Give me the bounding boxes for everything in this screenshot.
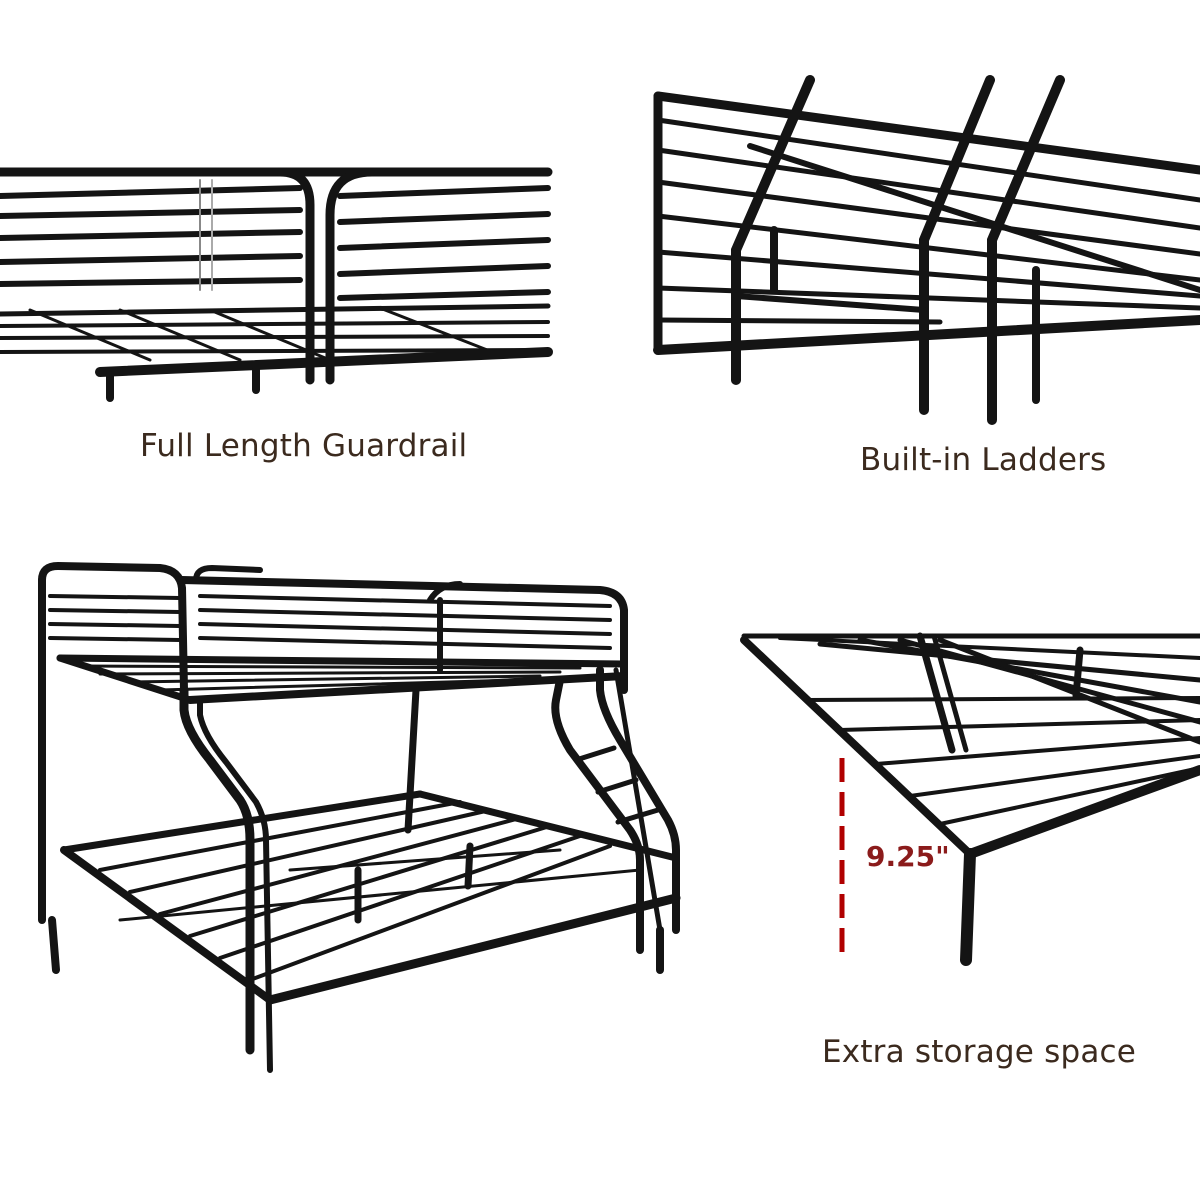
guardrail-caption: Full Length Guardrail xyxy=(140,428,468,464)
storage-photo xyxy=(720,610,1200,980)
storage-caption: Extra storage space xyxy=(822,1034,1137,1070)
storage-height-label: 9.25" xyxy=(866,840,950,873)
guardrail-photo xyxy=(0,0,560,420)
ladders-illustration xyxy=(653,75,1200,425)
storage-illustration xyxy=(740,632,1200,966)
guardrail-illustration xyxy=(0,167,553,402)
ladders-photo xyxy=(640,60,1200,440)
bunk-bed-photo xyxy=(0,540,720,1100)
ladders-caption: Built-in Ladders xyxy=(860,442,1107,478)
bunk-bed-illustration xyxy=(38,562,681,1073)
